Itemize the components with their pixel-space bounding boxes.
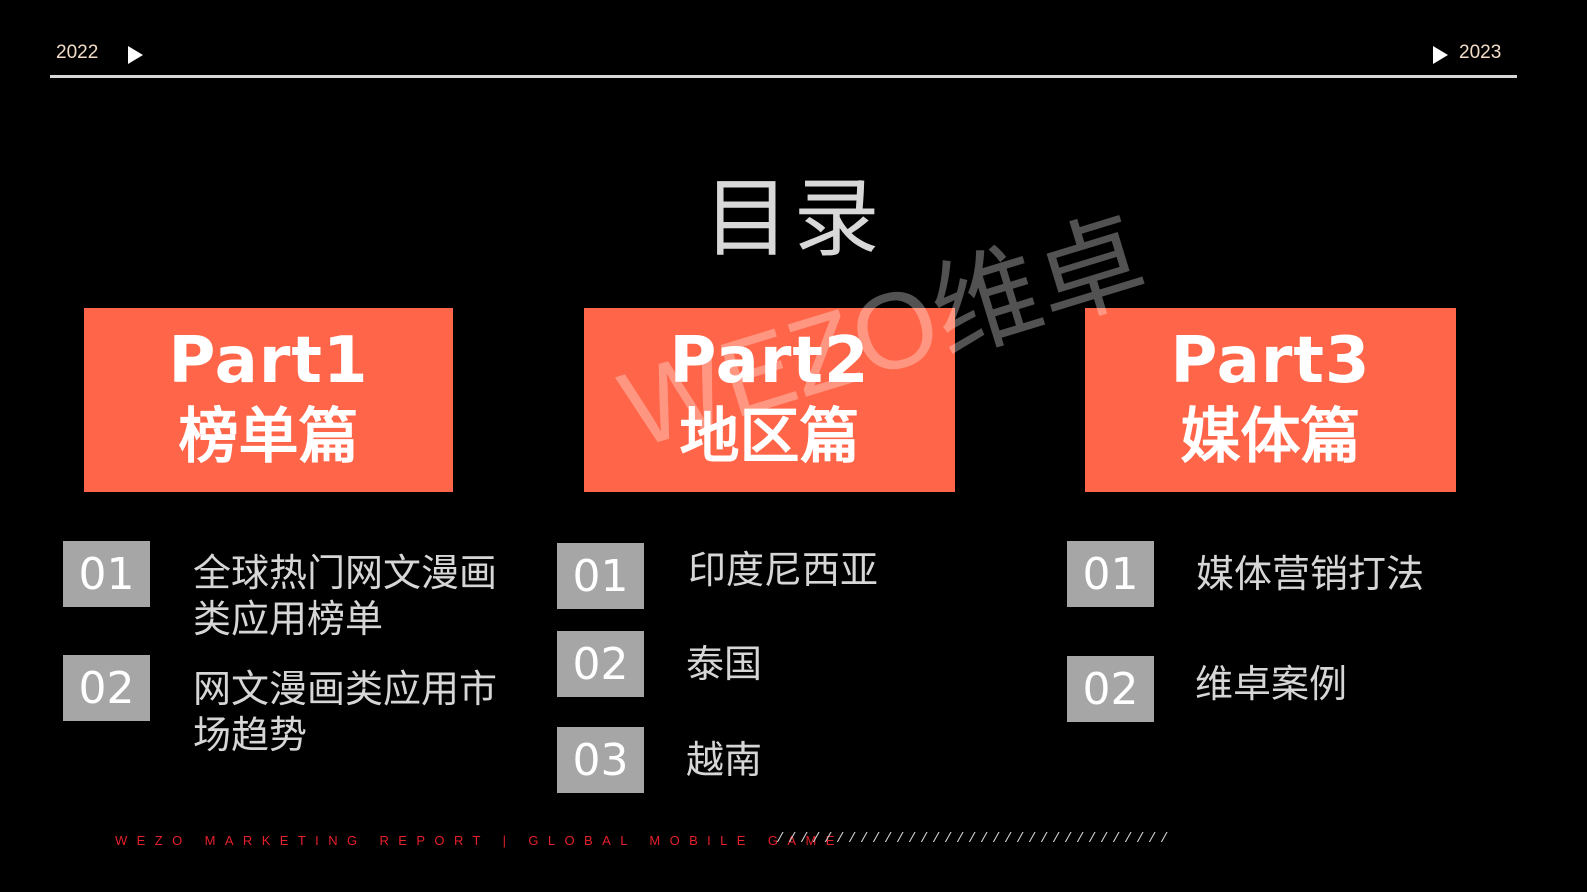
- part1-item1-text[interactable]: 全球热门网文漫画 类应用榜单: [193, 550, 497, 642]
- part1-label: Part1: [168, 324, 369, 398]
- part2-name: 地区篇: [679, 402, 860, 472]
- part1-item1-line2: 类应用榜单: [193, 597, 384, 641]
- header-divider: [50, 75, 1517, 78]
- part1-name: 榜单篇: [178, 402, 359, 472]
- part1-item2-text[interactable]: 网文漫画类应用市 场趋势: [193, 666, 497, 758]
- part3-item1-text[interactable]: 媒体营销打法: [1196, 552, 1425, 596]
- part1-item2-number: 02: [63, 655, 150, 721]
- part1-item1-line1: 全球热门网文漫画: [193, 551, 498, 595]
- part3-item2-text[interactable]: 维卓案例: [1195, 662, 1348, 706]
- part3-item2-number: 02: [1067, 656, 1154, 722]
- part2-card[interactable]: Part2 地区篇: [584, 308, 955, 492]
- part2-item1-number: 01: [557, 543, 644, 609]
- page-title: 目录: [703, 169, 884, 269]
- part2-label: Part2: [669, 324, 870, 398]
- part2-item1-text[interactable]: 印度尼西亚: [688, 548, 879, 592]
- part3-item1-number: 01: [1067, 541, 1154, 607]
- play-arrow-icon-right: [1433, 46, 1448, 64]
- footer-report-label: WEZO MARKETING REPORT | GLOBAL MOBILE GA…: [115, 833, 844, 848]
- part1-item1-number: 01: [63, 541, 150, 607]
- part1-item2-line2: 场趋势: [193, 713, 308, 757]
- part2-item3-number: 03: [557, 727, 644, 793]
- year-start-label: 2022: [56, 42, 99, 63]
- part2-item3-text[interactable]: 越南: [686, 738, 763, 782]
- year-end-label: 2023: [1459, 42, 1502, 63]
- part3-card[interactable]: Part3 媒体篇: [1085, 308, 1456, 492]
- part1-card[interactable]: Part1 榜单篇: [84, 308, 453, 492]
- part1-item2-line1: 网文漫画类应用市: [193, 667, 498, 711]
- part2-item2-number: 02: [557, 631, 644, 697]
- footer-slash-decoration: /////////////////////////////////: [776, 831, 1173, 847]
- play-arrow-icon-left: [128, 46, 143, 64]
- part3-name: 媒体篇: [1180, 402, 1361, 472]
- part3-label: Part3: [1170, 324, 1371, 398]
- part2-item2-text[interactable]: 泰国: [686, 642, 763, 686]
